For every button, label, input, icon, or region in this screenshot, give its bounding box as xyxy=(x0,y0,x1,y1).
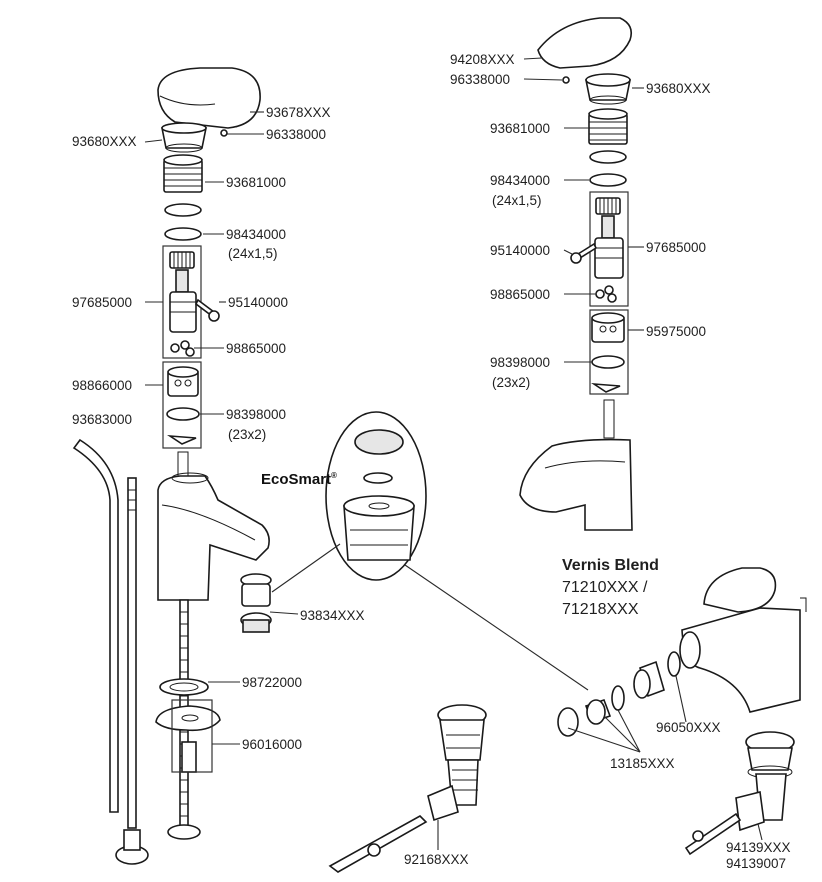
small-seals-left xyxy=(170,340,195,357)
handle-lever-left xyxy=(157,67,261,129)
valve-group-box-right xyxy=(589,309,629,395)
o-ring-lower-left xyxy=(164,227,202,241)
label-95140-right: 95140000 xyxy=(490,243,550,258)
product-code-2: 71218XXX xyxy=(562,601,639,618)
label-96338-right: 96338000 xyxy=(450,72,510,87)
label-94208: 94208XXX xyxy=(450,52,515,67)
label-98434-right-dim: (24x1,5) xyxy=(492,193,542,208)
ecosmart-label: EcoSmart® xyxy=(261,471,337,488)
label-95975: 95975000 xyxy=(646,324,706,339)
retaining-clip-left xyxy=(167,434,197,445)
label-98434-left-dim: (24x1,5) xyxy=(228,246,278,261)
label-96050: 96050XXX xyxy=(656,720,721,735)
cover-ring-right xyxy=(585,73,631,105)
cover-ring-left xyxy=(161,122,207,153)
label-93681-left: 93681000 xyxy=(226,175,286,190)
label-96338-left: 96338000 xyxy=(266,127,326,142)
o-ring-upper-left xyxy=(164,203,202,217)
cartridge-right xyxy=(594,197,624,279)
label-93683: 93683000 xyxy=(72,412,132,427)
o-ring-cartridge-right xyxy=(591,355,625,369)
right-mixer-assembly xyxy=(519,17,633,531)
fixing-group-box-left xyxy=(171,699,213,773)
o-ring-upper-right xyxy=(589,150,627,164)
label-93678: 93678XXX xyxy=(266,105,331,120)
product-name: Vernis Blend xyxy=(562,557,659,574)
label-96016: 96016000 xyxy=(242,737,302,752)
small-seals-right xyxy=(595,285,617,303)
product-title-block: Vernis Blend 71210XXX / 71218XXX xyxy=(562,557,659,618)
pop-up-waste-left xyxy=(328,704,487,873)
valve-insert-right xyxy=(591,312,625,343)
cartridge-left xyxy=(169,251,197,333)
label-93680-right: 93680XXX xyxy=(646,81,711,96)
bidet-mixer-body xyxy=(679,597,807,713)
threaded-sleeve-right xyxy=(588,108,628,145)
label-94139-b: 94139007 xyxy=(726,856,786,871)
label-98398-left: 98398000 xyxy=(226,407,286,422)
basin-mixer-body-right xyxy=(519,399,633,531)
label-98398-left-dim: (23x2) xyxy=(228,427,266,442)
label-97685-right: 97685000 xyxy=(646,240,706,255)
grub-screw-right xyxy=(562,76,570,84)
ecosmart-aerator-detail xyxy=(325,411,427,581)
fixing-screw-right xyxy=(570,242,598,264)
label-98866: 98866000 xyxy=(72,378,132,393)
label-98722: 98722000 xyxy=(242,675,302,690)
pop-up-waste-right xyxy=(684,731,795,856)
bidet-mixer-assembly xyxy=(557,567,807,737)
o-ring-lower-right xyxy=(589,173,627,187)
product-code-1: 71210XXX / xyxy=(562,579,648,596)
label-93834: 93834XXX xyxy=(300,608,365,623)
fixing-screw-left xyxy=(194,298,220,322)
label-13185: 13185XXX xyxy=(610,756,675,771)
handle-lever-bidet xyxy=(703,567,777,613)
label-98434-left: 98434000 xyxy=(226,227,286,242)
o-ring-cartridge-left xyxy=(166,407,200,421)
label-98398-right: 98398000 xyxy=(490,355,550,370)
label-98865-left: 98865000 xyxy=(226,341,286,356)
label-93681-right: 93681000 xyxy=(490,121,550,136)
label-95140-left: 95140000 xyxy=(228,295,288,310)
leader-lines xyxy=(144,57,763,850)
valve-insert-left xyxy=(167,366,199,397)
retaining-clip-right xyxy=(591,382,621,393)
label-92168: 92168XXX xyxy=(404,852,469,867)
part-labels: 93678XXX 93680XXX 96338000 93681000 9843… xyxy=(72,52,791,871)
supply-hose-left xyxy=(115,477,149,865)
basin-mixer-body-left xyxy=(157,451,270,601)
label-93680-left: 93680XXX xyxy=(72,134,137,149)
handle-lever-right xyxy=(537,17,633,69)
flex-hose-left xyxy=(72,438,119,813)
left-mixer-assembly xyxy=(72,67,272,865)
label-94139-a: 94139XXX xyxy=(726,840,791,855)
aerator-left xyxy=(240,573,272,633)
label-98865-right: 98865000 xyxy=(490,287,550,302)
label-97685-left: 97685000 xyxy=(72,295,132,310)
swivel-joint-parts xyxy=(557,651,681,737)
valve-group-box-left xyxy=(162,361,202,449)
mounting-washer-left xyxy=(159,678,209,696)
label-98434-right: 98434000 xyxy=(490,173,550,188)
grub-screw-left xyxy=(220,129,228,137)
label-98398-right-dim: (23x2) xyxy=(492,375,530,390)
threaded-sleeve-left xyxy=(163,154,203,193)
